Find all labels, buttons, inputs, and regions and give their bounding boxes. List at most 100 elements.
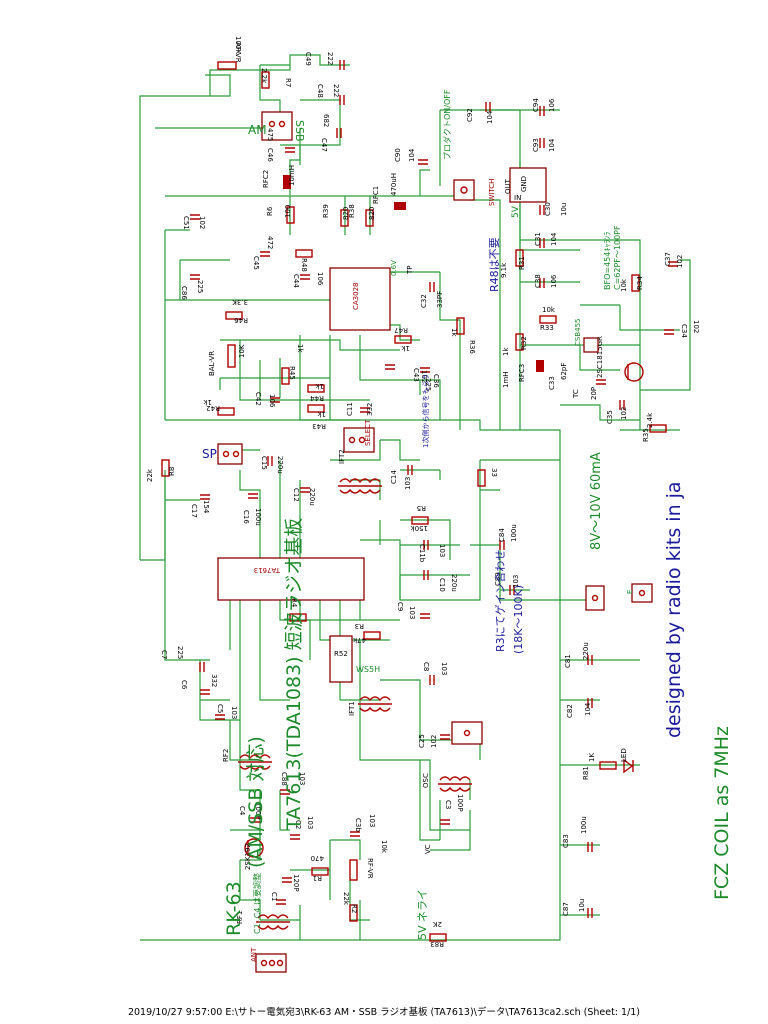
label-p151: 103: [368, 814, 376, 827]
label-p158: R2: [350, 904, 358, 913]
note-v5: 5V: [511, 205, 521, 218]
label-p101: 220u: [308, 488, 316, 506]
ta7613-ic: TA7613: [217, 557, 365, 601]
label-p107: 100u: [254, 508, 262, 526]
label-p154: RF-VR: [366, 858, 374, 879]
label-p73: 1k: [450, 328, 458, 337]
label-p5: R7: [284, 78, 292, 87]
label-p20: 820: [368, 207, 376, 220]
label-p69: 3.3K: [232, 298, 248, 306]
label-p139: 1K: [588, 753, 596, 762]
label-p35: R31: [518, 256, 526, 270]
label-p93: 332: [366, 403, 374, 416]
label-p88: R42: [206, 404, 220, 412]
label-p126: C7: [160, 650, 168, 659]
label-p58: 2.4k: [646, 412, 654, 428]
label-p118: C9: [396, 602, 404, 611]
label-p74: R47: [394, 326, 408, 334]
label-p160: C87: [562, 902, 570, 916]
label-p146: C83: [562, 834, 570, 848]
reg-in-label: IN: [514, 194, 521, 202]
am-ssb-switch: AM SSB: [248, 111, 306, 142]
note-c1c4: C1, C4 は要調整: [252, 873, 262, 934]
label-p52: 20P: [590, 387, 598, 400]
vc-label: VC: [424, 844, 432, 854]
label-p47: RFC3: [518, 364, 526, 382]
label-p157: 120P: [292, 874, 300, 892]
label-p144: C3: [444, 800, 452, 809]
label-p68: R46: [234, 316, 248, 324]
label-p147: 100u: [580, 816, 588, 834]
reg-gnd-label: GND: [520, 176, 528, 192]
label-p6: 2.2k: [260, 68, 268, 84]
label-p117: 103: [512, 575, 520, 588]
label-p10: 682: [322, 114, 330, 127]
label-p89: 1k: [203, 398, 212, 406]
label-p123: 47k: [352, 636, 366, 644]
label-p150: C3b: [354, 818, 362, 832]
label-p38: 106: [550, 274, 558, 288]
label-p133: 220u: [582, 642, 590, 660]
label-p153: 470: [311, 854, 324, 862]
label-p48: 1mH: [502, 371, 510, 388]
note-coil: FCZ COIL as 7MHz: [711, 726, 733, 900]
label-p116: C89: [494, 572, 502, 586]
label-p103: 33: [490, 468, 498, 477]
label-p104: C17: [190, 504, 198, 518]
misc-labels: VC LED: [424, 748, 628, 854]
q2sk-label: 2SK192: [244, 843, 252, 870]
label-p71: 33PF: [436, 291, 444, 308]
sp-label: SP: [202, 447, 217, 461]
part-labels: 100K AF-VR C49 222 R7 2.2k C48 222 C47 6…: [146, 36, 700, 948]
label-p50: 62pF: [560, 363, 568, 380]
label-p36: 9.1k: [500, 262, 508, 278]
label-p138: R81: [582, 766, 590, 780]
label-p49: C33: [548, 376, 556, 390]
label-p55: C35: [606, 410, 614, 424]
label-p82: C42: [254, 392, 262, 406]
label-p33: C31: [534, 232, 542, 246]
label-p23: C90: [394, 148, 402, 162]
select-switch: SELECT: [343, 419, 375, 453]
label-p110: C11b: [418, 544, 426, 563]
label-p61: C45: [252, 256, 260, 270]
label-p28: 106: [548, 98, 556, 112]
e-term-label: E: [626, 590, 634, 594]
label-p112: C84: [498, 528, 506, 542]
transistor-2sc1815: 2SC1815GR: [596, 336, 644, 382]
note-prod: プロダクトON/OFF: [442, 89, 452, 160]
power-terminal: [585, 585, 605, 611]
ceramic-resonator: CSB455: [574, 319, 599, 353]
label-p27: C94: [532, 98, 540, 112]
label-p17: R39: [322, 204, 330, 218]
label-p54: 102: [692, 320, 700, 333]
coil-ift1: IFT1: [348, 696, 392, 716]
ant-label: ANT: [250, 947, 258, 962]
label-p40: 10k: [620, 278, 628, 292]
blue-notes: R48は不要 1次側から信号をもらう R3にてゲイン合わせ (18K～100K)…: [421, 237, 685, 738]
ground-terminal: E: [626, 583, 653, 603]
label-p137: 102: [430, 735, 438, 748]
label-p15: R6: [266, 206, 274, 216]
note-credit: designed by radio kits in ja: [663, 481, 685, 738]
label-p60: 102: [198, 216, 206, 229]
label-p155: 10k: [380, 840, 388, 854]
wires: [139, 54, 691, 941]
label-p111: 103: [438, 544, 446, 557]
label-p77: 10K: [238, 344, 246, 358]
label-p134: C82: [566, 704, 574, 718]
osc-label: OSC: [422, 773, 430, 788]
label-p75: 1k: [401, 344, 410, 352]
label-p165: 0.6V: [390, 260, 398, 276]
label-p130: C5: [216, 704, 224, 713]
coil-rf2: RF2: [222, 749, 272, 770]
label-p78: R45: [288, 366, 296, 380]
label-p127: 225: [176, 646, 184, 659]
ift2-label: IFT2: [338, 449, 346, 464]
label-p145: 100P: [456, 794, 464, 812]
label-p14: 10mH: [288, 165, 296, 186]
label-p84: C43: [412, 368, 420, 382]
label-p59: C51: [182, 216, 190, 230]
note-gain2: (18K～100K): [512, 585, 525, 654]
